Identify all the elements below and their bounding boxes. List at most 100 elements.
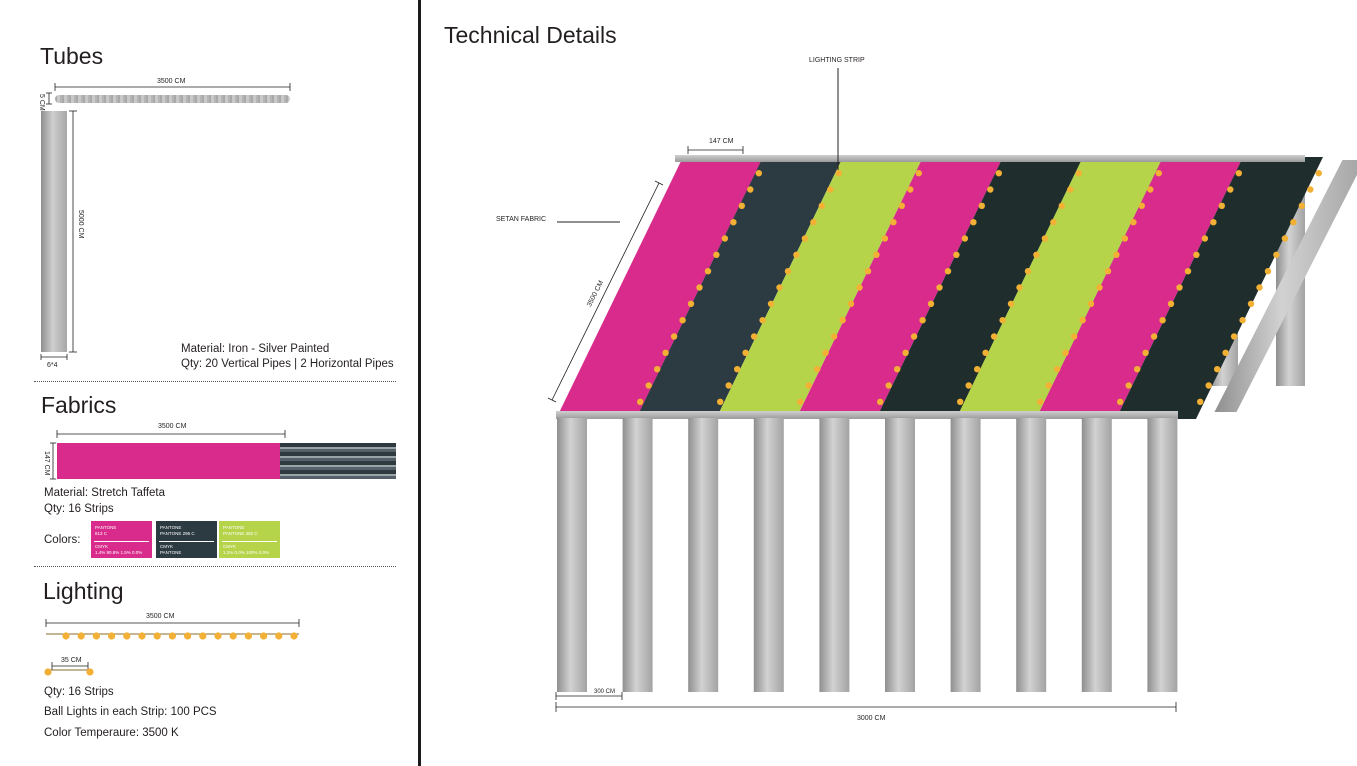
lighting-bulb — [662, 349, 669, 356]
lighting-bulb — [1290, 219, 1297, 226]
fabric-stripe-navy — [636, 157, 843, 419]
lighting-bulb — [1079, 317, 1086, 324]
lighting-bulb — [1070, 333, 1078, 340]
vertical-pipe — [950, 418, 981, 692]
lighting-bulb — [965, 382, 972, 389]
bulb — [260, 632, 268, 640]
lighting-bulb — [907, 186, 914, 193]
lighting-bulb — [978, 202, 985, 209]
lighting-bulb — [767, 300, 775, 307]
fabrics-title: Fabrics — [41, 392, 117, 418]
fabric-length: 3500 CM — [158, 423, 187, 430]
lighting-bulb — [645, 382, 652, 389]
lighting-bulb — [835, 170, 842, 177]
lighting-bulb — [1007, 300, 1015, 307]
vertical-pipe — [1016, 418, 1047, 692]
strip-width-label: 147 CM — [709, 138, 734, 145]
lighting-bulb — [742, 349, 749, 356]
tubes-title: Tubes — [40, 43, 104, 69]
lighting-bulb — [1050, 219, 1057, 226]
lighting-bulb — [864, 268, 872, 275]
lighting-bulb — [670, 333, 678, 340]
bulb — [290, 632, 298, 640]
lighting-bulb — [1205, 382, 1212, 389]
bulb — [108, 632, 116, 640]
lighting-bulb — [793, 251, 800, 258]
lighting-bulb — [936, 284, 943, 291]
lighting-bulb — [1037, 398, 1044, 405]
lighting-bulb — [805, 382, 812, 389]
lighting-bulb — [847, 300, 855, 307]
lighting-bulb — [1159, 317, 1166, 324]
vertical-pipe — [753, 418, 784, 692]
vertical-pipe — [557, 418, 587, 692]
lighting-bulb — [776, 284, 783, 291]
bulb — [44, 668, 52, 676]
lighting-ball-count: Ball Lights in each Strip: 100 PCS — [44, 706, 217, 718]
lighting-bulb — [1264, 268, 1272, 275]
lighting-bulb — [784, 268, 792, 275]
lighting-bulb — [704, 268, 712, 275]
lighting-bulb — [1016, 284, 1023, 291]
lighting-bulb — [957, 398, 964, 405]
lighting-bulb — [1075, 170, 1083, 177]
vertical-pipe — [622, 418, 653, 692]
lighting-bulb — [894, 366, 901, 373]
fabric-stripe-magenta — [556, 157, 763, 419]
section-divider — [34, 566, 396, 567]
lighting-bulb — [1230, 333, 1238, 340]
bulb — [123, 632, 131, 640]
lighting-spacing: 35 CM — [61, 657, 82, 664]
tubes-material: Material: Iron - Silver Painted — [181, 343, 330, 355]
lighting-bulb — [1045, 382, 1052, 389]
lighting-strip-label: LIGHTING STRIP — [809, 57, 865, 64]
lighting-bulb — [970, 219, 977, 226]
lighting-bulb — [801, 235, 809, 242]
fabric-roll-edge — [280, 443, 396, 479]
lighting-bulb — [1256, 284, 1263, 291]
fabrics-material: Material: Stretch Taffeta — [44, 487, 166, 499]
lighting-bulb — [721, 235, 729, 242]
lighting-bulb — [1235, 170, 1243, 177]
lighting-bulb — [995, 170, 1002, 177]
lighting-bulb — [885, 382, 892, 389]
lighting-bulb — [1121, 235, 1129, 242]
lighting-bulb — [1218, 202, 1226, 209]
bulb — [184, 632, 192, 640]
bulb — [275, 632, 283, 640]
fabric-dimension — [50, 430, 286, 480]
lighting-bulb — [1155, 170, 1163, 177]
lighting-bulb — [1239, 317, 1246, 324]
vertical-pipe — [1147, 418, 1178, 692]
lighting-bulb — [738, 202, 745, 209]
bulb — [214, 632, 222, 640]
diagonal-pipe — [1214, 160, 1357, 412]
lighting-bulb — [1167, 300, 1175, 307]
lighting-bulb — [1214, 366, 1221, 373]
lighting-bulb — [822, 349, 829, 356]
lighting-bulb — [679, 317, 686, 324]
lighting-bulb — [1142, 349, 1149, 356]
lighting-bulb — [1281, 235, 1289, 242]
lighting-bulb — [713, 251, 720, 258]
colors-label: Colors: — [44, 534, 81, 546]
lighting-bulb — [1024, 268, 1032, 275]
lighting-bulb — [1134, 366, 1141, 373]
lighting-bulb — [1138, 202, 1146, 209]
setan-fabric-label: SETAN FABRIC — [496, 216, 547, 223]
lighting-bulb — [1113, 251, 1120, 258]
fabrics-qty: Qty: 16 Strips — [44, 503, 114, 515]
lighting-bulb — [1247, 300, 1255, 307]
lighting-bulb — [974, 366, 981, 373]
color-swatch-navy: PANTONE PANTONE 296 C CMYK PANTONE — [156, 521, 217, 558]
fabric-stripe-dark_green — [876, 157, 1083, 419]
lighting-bulb — [890, 219, 897, 226]
lighting-bulb — [818, 202, 825, 209]
vertical-pipe — [885, 418, 915, 692]
lighting-bulb — [1058, 202, 1066, 209]
bulb — [153, 632, 161, 640]
lighting-bulb — [873, 251, 880, 258]
bulb — [199, 632, 207, 640]
fabric-stripe-lime — [716, 157, 923, 419]
